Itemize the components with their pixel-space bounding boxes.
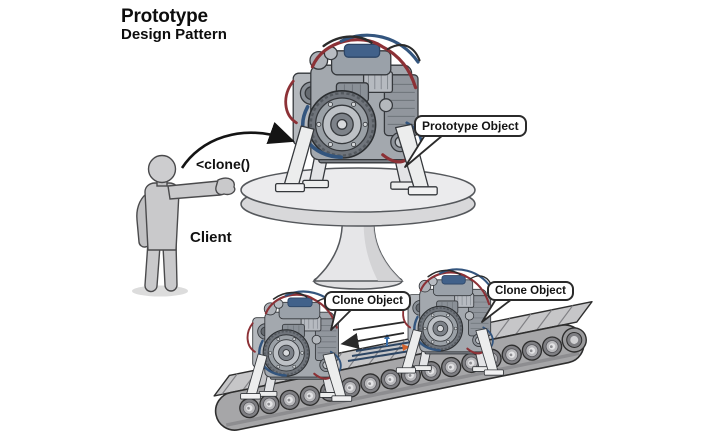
page-title: Prototype — [121, 6, 208, 27]
clone-object-callout-left: Clone Object — [324, 291, 411, 311]
orange-mark — [402, 344, 410, 351]
hand — [215, 177, 236, 196]
clone-object-callout-right: Clone Object — [487, 281, 574, 301]
prototype-object-callout: Prototype Object — [414, 115, 527, 137]
page-subtitle: Design Pattern — [121, 26, 227, 43]
clone-arrow — [180, 121, 295, 169]
clone-left-callout-tail — [330, 308, 353, 331]
belt-direction-arrow — [340, 321, 406, 349]
belt-surface-marks — [347, 334, 419, 362]
belt-end-roller — [561, 327, 587, 353]
head — [147, 154, 177, 184]
client-label: Client — [190, 229, 232, 246]
clone-call-label: <clone() — [196, 156, 251, 172]
figure-shadow — [132, 285, 188, 297]
client-figure — [132, 154, 236, 297]
